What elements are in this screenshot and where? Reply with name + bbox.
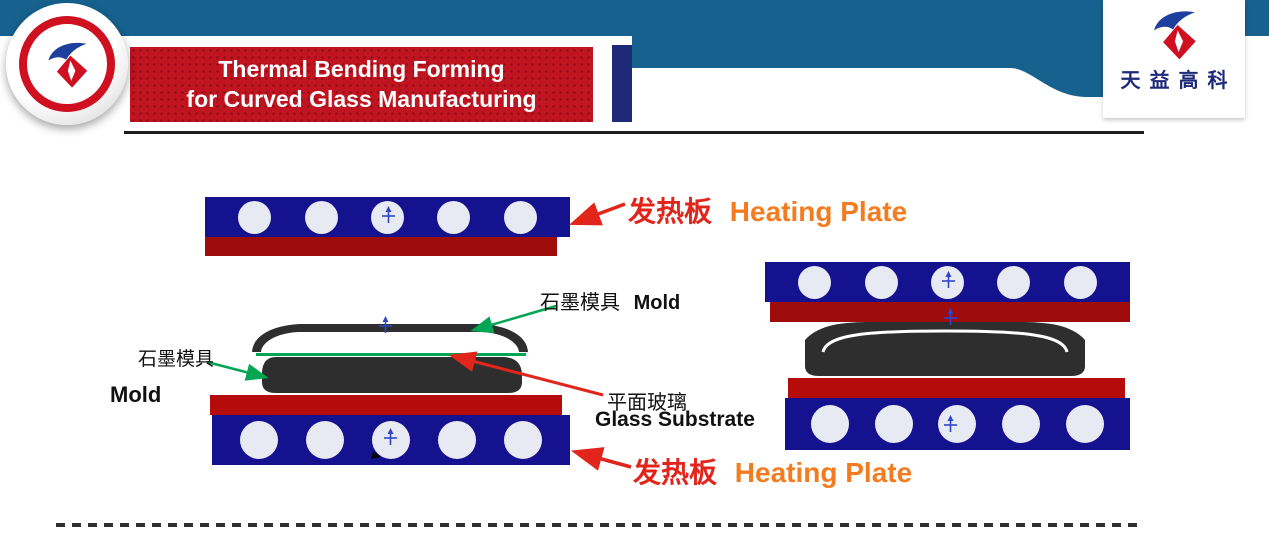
- company-emblem-icon: [1145, 5, 1203, 63]
- plate-hole: [437, 200, 471, 234]
- label-glass-substrate-en: Glass Substrate: [595, 408, 755, 431]
- title-line-2: for Curved Glass Manufacturing: [186, 85, 537, 112]
- plate-hole: [1002, 405, 1041, 443]
- arrow-heating-plate-top: [569, 202, 626, 226]
- heating-plate-left-bottom-strip: [210, 395, 562, 415]
- logo-red-ring: [19, 16, 115, 112]
- axis-marker-icon: [942, 415, 959, 434]
- company-logo-right: 天益高科: [1103, 0, 1245, 118]
- label-mold-left-zh: 石墨模具: [138, 349, 215, 370]
- plate-hole: [997, 265, 1031, 299]
- axis-marker-icon: [382, 428, 399, 447]
- plate-hole: [874, 405, 913, 443]
- plate-hole: [1063, 265, 1097, 299]
- axis-marker-icon: [940, 271, 957, 290]
- plate-hole: [238, 200, 272, 234]
- axis-marker-icon: [380, 206, 397, 225]
- label-glass-substrate-zh: 平面玻璃: [607, 392, 687, 414]
- label-heating-plate-bottom-zh: 发热板: [633, 457, 718, 488]
- heating-plate-right-bottom: [785, 398, 1130, 450]
- plate-hole: [438, 421, 476, 459]
- header-band-swoosh: [1010, 35, 1110, 97]
- label-mold-left-en: Mold: [110, 382, 162, 407]
- swoosh-shape: [1010, 35, 1110, 97]
- title-line-1: Thermal Bending Forming: [218, 55, 505, 82]
- plate-hole: [938, 405, 977, 443]
- plate-hole: [930, 265, 964, 299]
- label-mold-top: 石墨模具 Mold: [540, 286, 680, 315]
- header-band: [0, 0, 1269, 36]
- mold-bottom-shape: [262, 357, 522, 393]
- label-mold-top-zh: 石墨模具: [540, 292, 620, 314]
- mold-assembly-closed: [805, 322, 1085, 376]
- company-emblem-icon: [40, 37, 94, 91]
- company-name: 天益高科: [1120, 70, 1237, 92]
- heating-plate-right-top: [765, 262, 1130, 302]
- title-divider-bar: [612, 45, 632, 122]
- label-heating-plate-top: 发热板 Heating Plate: [628, 190, 907, 230]
- plate-hole: [810, 405, 849, 443]
- header-rule: [124, 131, 1144, 134]
- label-heating-plate-top-zh: 发热板: [628, 196, 713, 227]
- plate-hole: [864, 265, 898, 299]
- company-logo-left: [6, 3, 128, 125]
- axis-marker-icon: [377, 316, 394, 335]
- plate-hole: [370, 200, 404, 234]
- label-heating-plate-bottom-en: Heating Plate: [734, 457, 913, 488]
- label-heating-plate-bottom: 发热板 Heating Plate: [633, 451, 912, 491]
- plate-hole: [240, 421, 278, 459]
- heating-plate-right-bottom-strip: [788, 378, 1125, 398]
- dashed-divider: [56, 523, 1144, 527]
- label-heating-plate-top-en: Heating Plate: [729, 196, 908, 227]
- arrow-heating-plate-bottom: [570, 447, 632, 471]
- label-mold-top-en: Mold: [633, 292, 681, 314]
- plate-hole: [304, 200, 338, 234]
- plate-hole: [1066, 405, 1105, 443]
- plate-hole: [504, 421, 542, 459]
- mold-top-shape: [252, 324, 528, 352]
- plate-hole: [503, 200, 537, 234]
- heating-plate-left-top-strip: [205, 237, 557, 256]
- axis-marker-icon: [942, 308, 959, 327]
- title-banner: Thermal Bending Forming for Curved Glass…: [130, 47, 593, 122]
- plate-hole: [798, 265, 832, 299]
- bent-glass-line: [821, 329, 1069, 353]
- plate-hole: [306, 421, 344, 459]
- heating-plate-left-top: [205, 197, 570, 237]
- closed-mold-shape: [805, 322, 1085, 376]
- header-band-extension: [632, 35, 1012, 68]
